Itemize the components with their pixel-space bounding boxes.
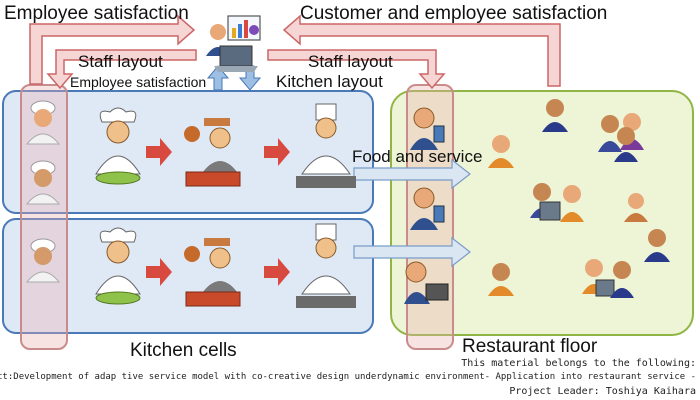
customer-icon: [624, 193, 648, 222]
chef-plating-icon: [296, 103, 356, 188]
customer-group-icon: [598, 113, 644, 162]
waiter-icon: [410, 187, 445, 230]
customer-employee-satisfaction-label: Customer and employee satisfaction: [300, 3, 608, 24]
process-arrow-3: [146, 258, 172, 286]
customer-satisfaction-arrow: [282, 14, 561, 87]
employee-satisfaction-small-label: Employee satisfaction: [70, 74, 207, 90]
customer-group-icon: [582, 259, 634, 298]
customer-icon: [644, 229, 670, 262]
food-service-arrow-top: [353, 158, 471, 190]
restaurant-floor-label: Restaurant floor: [462, 336, 598, 357]
customer-icon: [488, 135, 514, 168]
process-arrow-2: [264, 138, 290, 166]
kitchen-staff-column: [20, 84, 68, 350]
chef-cooking-icon: [184, 118, 241, 187]
customer-icon: [488, 263, 514, 296]
process-arrow-4: [264, 258, 290, 286]
cook-icon: [95, 227, 141, 305]
customer-icon: [542, 99, 568, 132]
kitchen-staff-icon: [25, 100, 61, 145]
kitchen-cells-label: Kitchen cells: [130, 340, 237, 361]
chef-plating-icon: [296, 223, 356, 308]
staff-layout-right-arrow: [267, 49, 446, 90]
floor-staff-column: [406, 84, 454, 350]
staff-layout-right-label: Staff layout: [308, 52, 393, 71]
customer-group-icon: [530, 183, 584, 222]
employee-satisfaction-label: Employee satisfaction: [4, 3, 189, 24]
chef-cooking-icon: [184, 238, 241, 307]
food-and-service-label: Food and service: [352, 147, 483, 166]
cook-icon: [95, 107, 141, 185]
kitchen-staff-icon: [25, 238, 61, 283]
staff-layout-left-label: Staff layout: [78, 52, 163, 71]
waiter-icon: [410, 107, 445, 150]
kitchen-staff-icon: [25, 160, 61, 205]
credit-line-3: Project Leader: Toshiya Kaihara: [509, 386, 696, 397]
kitchen-cell-panel-top: [2, 90, 374, 214]
kitchen-cell-panel-bottom: [2, 218, 374, 334]
manager-computer-icon: [206, 15, 261, 72]
cashier-icon: [404, 261, 449, 304]
staff-layout-left-arrow: [46, 49, 197, 90]
process-arrow-1: [146, 138, 172, 166]
employee-satisfaction-arrow: [29, 14, 196, 85]
credit-line-2: Project:Development of adap tive service…: [0, 372, 696, 382]
credit-line-1: This material belongs to the following:: [461, 358, 696, 369]
food-service-arrow-bottom: [353, 236, 471, 268]
kitchen-layout-label: Kitchen layout: [276, 72, 383, 91]
